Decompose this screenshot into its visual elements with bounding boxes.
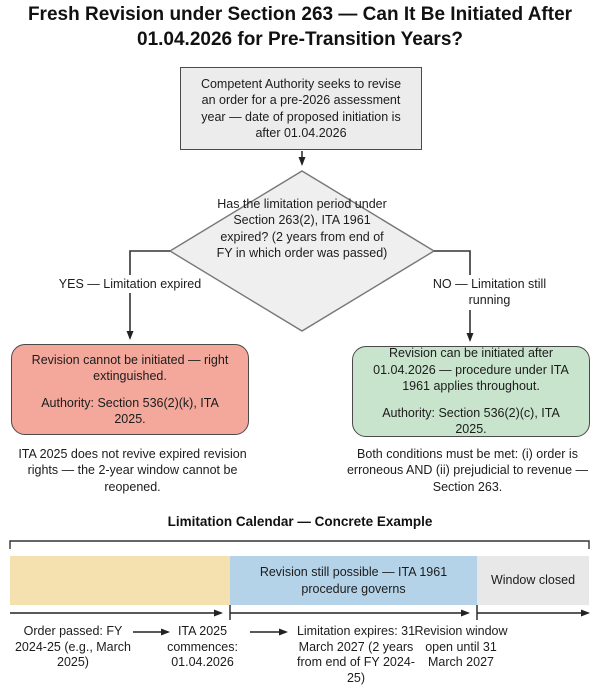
timeline-bar-window-closed-label: Window closed: [490, 573, 576, 588]
start-box: Competent Authority seeks to revise an o…: [180, 67, 422, 150]
outcome-right-main: Revision can be initiated after 01.04.20…: [373, 346, 569, 393]
arrow-no-branch-icon: [434, 250, 474, 342]
outcome-box-revision-barred: Revision cannot be initiated — right ext…: [11, 344, 249, 435]
timeline-bar-revision-possible-label: Revision still possible — ITA 1961 proce…: [259, 565, 448, 596]
outcome-right-authority: Authority: Section 536(2)(c), ITA 2025.: [382, 406, 560, 437]
arrow-yes-branch-icon: [126, 250, 170, 340]
note-left: ITA 2025 does not revive expired revisio…: [18, 447, 247, 494]
timeline-bar-pre-commencement: [10, 556, 230, 605]
timeline-bar-revision-possible: Revision still possible — ITA 1961 proce…: [230, 556, 477, 605]
milestone-ita-commences: ITA 2025 commences: 01.04.2026: [167, 624, 238, 669]
milestone-revision-window: Revision window open until 31 March 2027: [414, 624, 508, 669]
timeline-heading: Limitation Calendar — Concrete Example: [167, 514, 433, 529]
no-branch-label: NO — Limitation still running: [412, 275, 567, 310]
yes-branch-label: YES — Limitation expired: [55, 275, 205, 294]
decision-diamond-text: Has the limitation period under Section …: [216, 197, 388, 260]
timeline-bar-window-closed: Window closed: [477, 556, 589, 605]
note-right: Both conditions must be met: (i) order i…: [346, 447, 589, 494]
page-title: Fresh Revision under Section 263 — Can I…: [27, 4, 573, 51]
outcome-left-authority: Authority: Section 536(2)(k), ITA 2025.: [41, 396, 219, 427]
start-box-text: Competent Authority seeks to revise an o…: [200, 77, 402, 140]
timeline-bracket: [9, 540, 590, 549]
outcome-left-main: Revision cannot be initiated — right ext…: [31, 352, 229, 383]
outcome-box-revision-allowed: Revision can be initiated after 01.04.20…: [352, 346, 590, 437]
milestone-order-passed: Order passed: FY 2024-25 (e.g., March 20…: [14, 624, 132, 669]
decision-diamond-shape: [168, 170, 436, 332]
milestone-limitation-expires: Limitation expires: 31 March 2027 (2 yea…: [296, 624, 416, 685]
